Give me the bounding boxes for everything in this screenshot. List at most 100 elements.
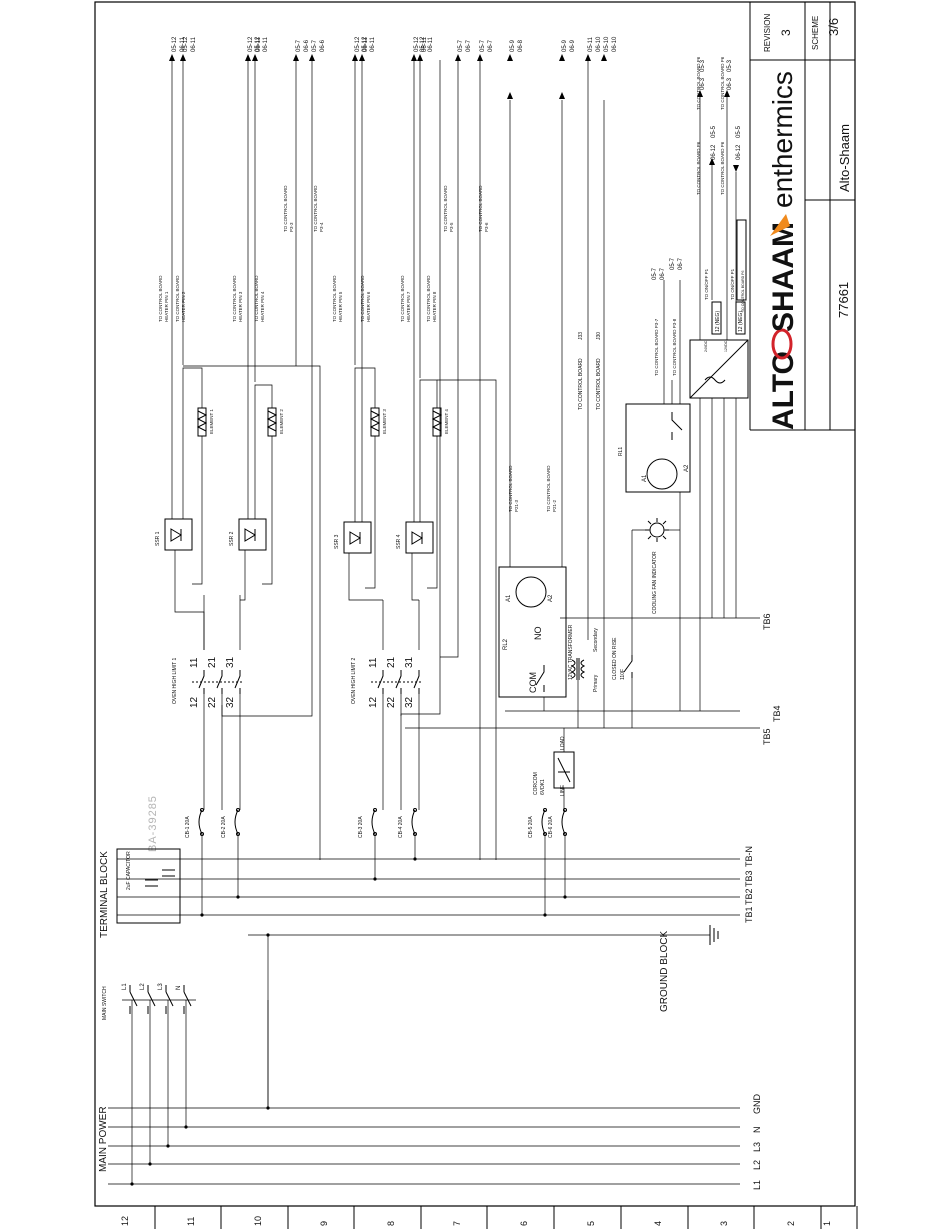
contact-number: 12 [189,696,200,708]
psu-vdc: 12VDC [724,340,728,352]
contact-number: 32 [404,696,415,708]
right-ref-label: TO CONTROL BOARD P3-8 [672,318,677,376]
brand-shaam: SHAAM [767,222,800,332]
terminal-label: TB6 [762,613,772,630]
ref-a: 05-10 [604,36,610,52]
ground-block-heading: GROUND BLOCK [659,931,670,1012]
board-ref-label: P21-2 [552,499,557,512]
ssr-label: SSR 3 [334,534,340,549]
breaker-label: CB-3 20A [358,816,364,838]
breaker-label: CB-4 20A [398,816,404,838]
ssr-icon [349,531,361,545]
high-limit-contact-icon [234,670,241,694]
ref-b: 06-11 [180,36,186,52]
contact-number: 21 [386,656,397,668]
drawing-number: 77661 [836,282,851,318]
switch-contact-icon [147,985,156,1014]
terminal-label: TB4 [772,705,782,722]
relay-coil-icon [646,458,678,490]
breaker-terminal [413,808,417,812]
ssr-label: SSR 2 [229,531,235,546]
wire [437,379,497,860]
right-ref-b: 06-3 [700,77,706,90]
relay-a1: A1 [642,474,648,482]
element-label: ELEMENT 2 [279,409,284,434]
ref-b: 06-10 [596,36,602,52]
corcom-filter-box [553,751,575,789]
resistor-zigzag-icon [196,410,208,432]
relay-no-label: NO [533,627,543,641]
breaker-label: CB-5 20A [528,816,534,838]
main-power-heading: MAIN POWER [98,1106,109,1172]
junction-dot [373,877,377,881]
components [116,54,749,1186]
ref-b: 06-6 [320,39,326,52]
high-limit-contact-icon [395,670,402,694]
breaker-terminal [543,808,547,812]
breaker-icon [371,809,376,835]
ssr-box [343,521,372,554]
ref-a: 05-12 [420,36,426,52]
ssr-label: SSR 4 [396,534,402,549]
arrow-icon [507,92,513,99]
wire [440,60,459,658]
breaker-icon [198,809,203,835]
board-ref-label: P3-6 [484,222,489,232]
wire [192,436,203,585]
heater-pin-label: TO CONTROL BOARD [400,275,405,322]
j-ref-label: J30 [596,332,602,340]
relay-rl1-label: RL1 [618,447,624,456]
corcom-line: LINE [560,784,566,796]
enthermics-logo-icon [770,214,790,236]
heating-element-icon [432,407,442,437]
wire [254,384,273,519]
heater-pin-label: HEATER PIN 5 [338,291,343,322]
thermostat-label: CLOSED ON RISE [612,637,618,680]
ssr-box [238,518,267,551]
relay-a1: A1 [506,594,512,602]
arrow-icon [169,54,175,61]
transformer-icon [570,658,586,680]
heater-pin-label: TO CONTROL BOARD [360,275,365,322]
capacitor-label: 2uF CAPACITOR [126,851,132,890]
relay-com-label: COM [528,672,538,693]
scheme-value: 3/6 [826,18,841,36]
switch-contact-icon [183,985,192,1014]
ref-a: 05-12 [183,36,189,52]
ssr-icon [411,531,423,545]
switch-contact-icon [165,985,174,1014]
board-ref-label: TO CONTROL BOARD [508,465,513,512]
scheme-label: SCHEME [811,16,820,50]
indicator-rays-icon [645,518,669,542]
junction-dot [184,1125,188,1129]
terminal-block-box [116,848,181,924]
junction-dot [563,895,567,899]
board-ref-label: TO CONTROL BOARD [478,185,483,232]
board-ref-label: P3-4 [319,222,324,232]
sheet-border [94,1,856,1207]
arrow-icon [697,90,703,97]
main-switch-heading: MAIN SWITCH [102,986,108,1020]
thermostat-label: 110F [620,669,626,680]
arrow-icon [559,92,565,99]
right-ref-label: TO CONTROL BOARD P3-7 [654,318,659,376]
wire [348,553,383,601]
ruler-number: 1 [822,1221,832,1226]
contact-number: 22 [207,696,218,708]
high-limit-contact-icon [216,670,223,694]
ruler-number: 3 [719,1221,729,1226]
thermostat-icon [623,655,633,678]
breaker-label: CB-6 20A [548,816,554,838]
board-ref-label: P3-5 [449,222,454,232]
board-ref-label: TO CONTROL BOARD [546,465,551,512]
arrow-icon [601,54,607,61]
title-block: REVISION 3 SCHEME 3/6 ALTO SHAAM entherm… [749,2,855,431]
breaker-terminal [200,832,204,836]
arrow-icon [724,90,730,97]
contact-number: 22 [386,696,397,708]
terminal-label: TB1 [744,906,754,923]
heater-pin-label: HEATER PIN 7 [406,291,411,322]
wire [240,550,246,601]
psu-neg-box [711,301,722,335]
breaker-label: CB-1 20A [185,816,191,838]
